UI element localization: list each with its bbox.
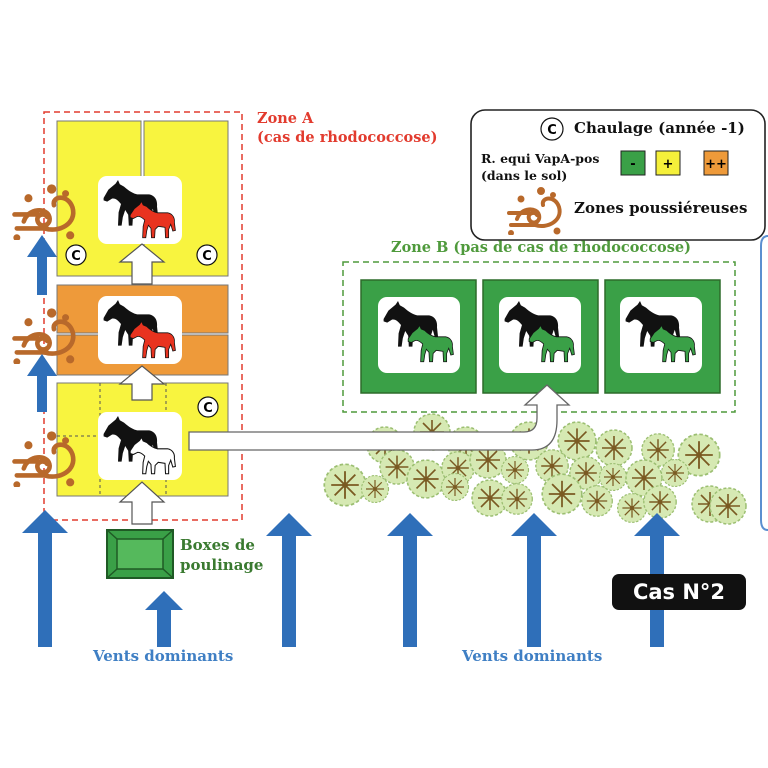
- horse-card-a1[interactable]: [98, 176, 182, 244]
- wind-label-left: Vents dominants: [93, 647, 234, 665]
- move-arrow-icon: [118, 243, 166, 285]
- side-panel-edge: [760, 235, 768, 531]
- move-arrow-icon: [118, 481, 166, 525]
- horse-card-b3[interactable]: [620, 297, 702, 373]
- legend: C - + ++: [470, 109, 766, 241]
- chalk-legend-icon: [540, 117, 564, 141]
- foaling-box-icon[interactable]: [106, 529, 174, 579]
- chalk-marker: C: [65, 244, 87, 266]
- chalk-marker: C: [196, 244, 218, 266]
- transfer-arrow-icon: [188, 384, 571, 451]
- svg-text:+: +: [663, 157, 674, 172]
- svg-text:C: C: [71, 249, 81, 264]
- zone-b-border: [342, 261, 736, 413]
- svg-text:C: C: [203, 401, 213, 416]
- foaling-boxes-label: Boxes de poulinage: [180, 536, 264, 574]
- horse-card-b2[interactable]: [499, 297, 581, 373]
- horse-card-b1[interactable]: [378, 297, 460, 373]
- svg-text:-: -: [630, 157, 635, 172]
- legend-chaulage-label: Chaulage (année -1): [574, 119, 745, 137]
- level-swatch-minus: [620, 150, 646, 176]
- chalk-marker: C: [197, 396, 219, 418]
- move-arrow-icon: [118, 365, 166, 401]
- wind-label-right: Vents dominants: [462, 647, 603, 665]
- svg-text:++: ++: [705, 157, 727, 172]
- level-swatch-plusplus: [703, 150, 729, 176]
- wind-arrow-icon: [27, 235, 57, 412]
- legend-dust-label: Zones poussiéreuses: [574, 199, 748, 217]
- zone-a-title: Zone A (cas de rhodococcose): [257, 110, 438, 146]
- zone-b-title: Zone B (pas de cas de rhodococcose): [391, 239, 691, 256]
- svg-text:C: C: [202, 249, 212, 264]
- level-swatch-plus: [655, 150, 681, 176]
- svg-text:C: C: [547, 123, 557, 138]
- horse-card-a3[interactable]: [98, 412, 182, 480]
- legend-requi-label: R. equi VapA-pos (dans le sol): [481, 151, 600, 183]
- horse-card-a2[interactable]: [98, 296, 182, 364]
- case-badge: Cas N°2: [612, 574, 746, 610]
